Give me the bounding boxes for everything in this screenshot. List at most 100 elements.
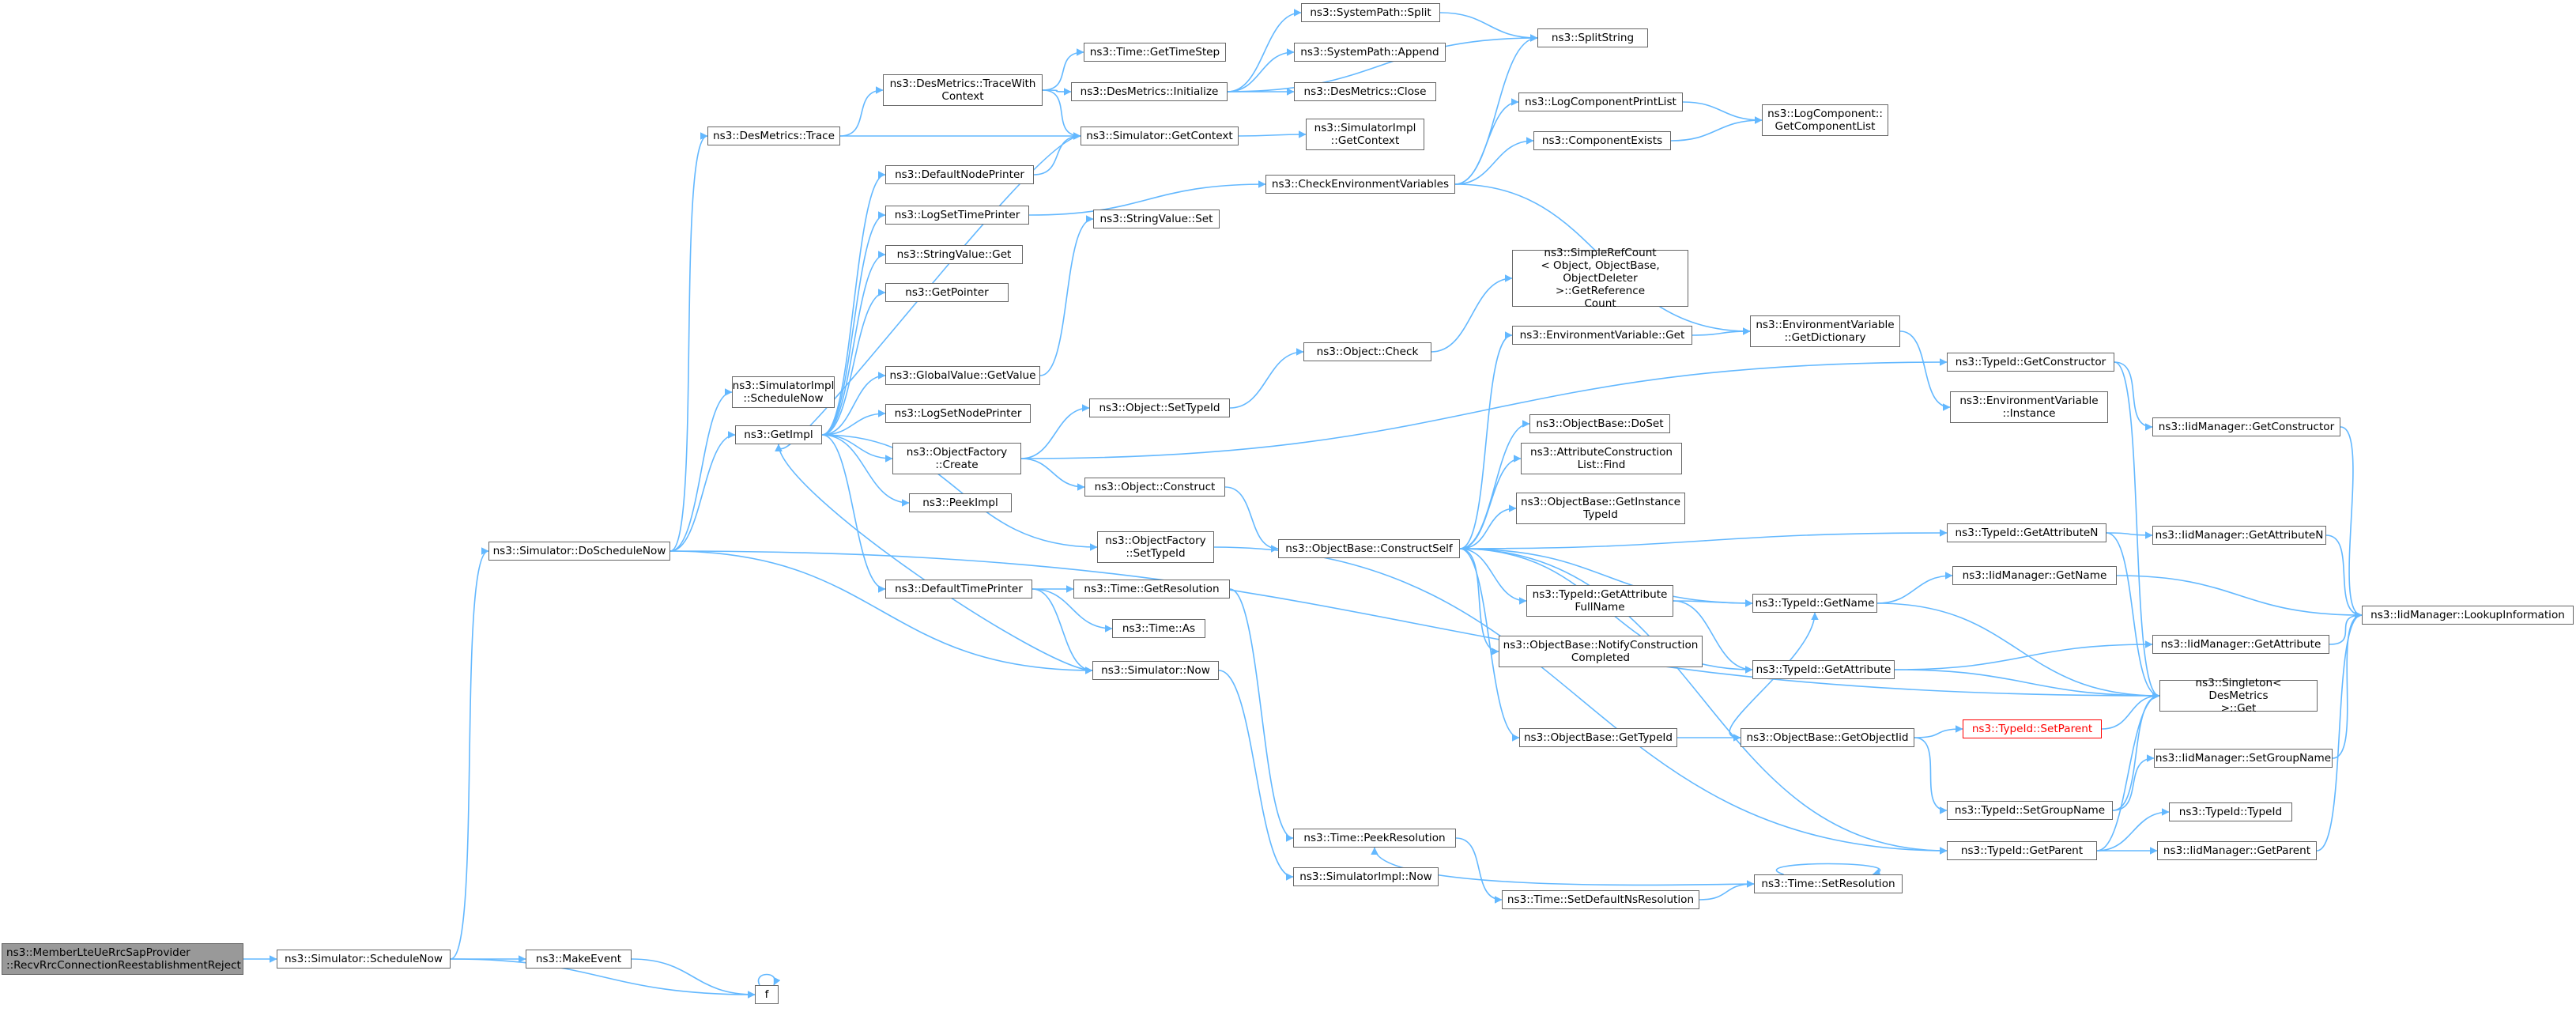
edge-typeIdGetName-to-iidGetName [1876, 572, 1953, 604]
node-iid-get-ctor[interactable]: ns3::IidManager::GetConstructor [2152, 417, 2340, 436]
node-type-id-get-attr-full-name[interactable]: ns3::TypeId::GetAttribute FullName [1526, 585, 1673, 617]
node-attr-constr-find[interactable]: ns3::AttributeConstruction List::Find [1521, 443, 1682, 474]
node-iid-get-name[interactable]: ns3::IidManager::GetName [1952, 566, 2117, 585]
node-type-id-set-group-name[interactable]: ns3::TypeId::SetGroupName [1947, 801, 2113, 820]
node-obj-construct[interactable]: ns3::Object::Construct [1084, 478, 1225, 497]
node-obj-base-get-obj-iid[interactable]: ns3::ObjectBase::GetObjectIid [1741, 728, 1914, 747]
node-type-id-set-parent[interactable]: ns3::TypeId::SetParent [1963, 719, 2102, 738]
node-type-id-get-name[interactable]: ns3::TypeId::GetName [1752, 594, 1877, 613]
node-type-id-get-parent[interactable]: ns3::TypeId::GetParent [1947, 841, 2097, 860]
edge-typeIdGetParent-to-typeIdTypeId [2096, 808, 2170, 852]
node-check-env-vars[interactable]: ns3::CheckEnvironmentVariables [1265, 175, 1455, 194]
node-def-node-printer[interactable]: ns3::DefaultNodePrinter [885, 165, 1034, 184]
edge-desInit-to-sysAppend [1227, 48, 1295, 93]
node-time-set-def-ns-res[interactable]: ns3::Time::SetDefaultNsResolution [1502, 890, 1699, 909]
edge-doSchedNow-to-singletonGet [669, 550, 2160, 700]
node-f[interactable]: f [755, 985, 779, 1004]
node-simple-ref-count[interactable]: ns3::SimpleRefCount < Object, ObjectBase… [1512, 247, 1688, 310]
edge-typeIdGetAttrN-to-singletonGet [2106, 532, 2160, 700]
node-obj-set-type-id[interactable]: ns3::Object::SetTypeId [1089, 398, 1230, 417]
node-obj-base-get-tid[interactable]: ns3::ObjectBase::GetTypeId [1519, 728, 1677, 747]
node-time-get-res[interactable]: ns3::Time::GetResolution [1073, 580, 1230, 599]
node-get-impl[interactable]: ns3::GetImpl [735, 425, 822, 444]
node-obj-base-construct-self[interactable]: ns3::ObjectBase::ConstructSelf [1278, 539, 1460, 558]
node-log-set-time-printer[interactable]: ns3::LogSetTimePrinter [885, 206, 1029, 225]
node-obj-fact-set-type-id[interactable]: ns3::ObjectFactory ::SetTypeId [1097, 531, 1214, 563]
node-str-val-get[interactable]: ns3::StringValue::Get [885, 245, 1023, 264]
node-env-var-get[interactable]: ns3::EnvironmentVariable::Get [1512, 326, 1692, 345]
node-singleton-get[interactable]: ns3::Singleton< DesMetrics >::Get [2159, 677, 2318, 715]
node-log-comp-get-list[interactable]: ns3::LogComponent:: GetComponentList [1762, 104, 1888, 136]
node-sys-split[interactable]: ns3::SystemPath::Split [1301, 3, 1440, 22]
node-make-event[interactable]: ns3::MakeEvent [526, 950, 632, 969]
node-iid-get-attr[interactable]: ns3::IidManager::GetAttribute [2152, 635, 2329, 654]
edge-objSetTypeId-to-objCheck [1229, 348, 1304, 409]
edge-typeIdGetParent-to-singletonGet [2096, 692, 2160, 852]
edge-checkEnvVars-to-logCompPrintList [1454, 98, 1519, 185]
edge-gvGetValue-to-strValSet [1039, 215, 1094, 376]
node-time-peek-res[interactable]: ns3::Time::PeekResolution [1293, 829, 1456, 848]
node-trace-with-ctx[interactable]: ns3::DesMetrics::TraceWith Context [883, 74, 1043, 106]
node-iid-lookup[interactable]: ns3::IidManager::LookupInformation [2362, 606, 2574, 625]
edge-logSetTimePrinter-to-checkEnvVars [1028, 180, 1266, 216]
node-sim-impl-now[interactable]: ns3::SimulatorImpl::Now [1293, 867, 1439, 886]
edge-timePeekRes-to-timeSetDefNsRes [1455, 837, 1503, 904]
node-str-val-set[interactable]: ns3::StringValue::Set [1093, 210, 1220, 228]
node-time-as[interactable]: ns3::Time::As [1112, 619, 1205, 638]
edge-getImpl-to-defTimePrinter [821, 434, 886, 593]
edge-objCheck-to-simpleRefCount [1431, 274, 1513, 353]
edge-typeIdGetAttr-to-iidGetAttr [1894, 640, 2153, 670]
edge-typeIdGetAttrFullName-to-typeIdGetName [1673, 599, 1753, 607]
node-des-close[interactable]: ns3::DesMetrics::Close [1294, 82, 1436, 101]
node-env-var-instance[interactable]: ns3::EnvironmentVariable ::Instance [1950, 391, 2108, 423]
node-log-comp-print-list[interactable]: ns3::LogComponentPrintList [1518, 93, 1683, 111]
node-sim-impl-sched-now[interactable]: ns3::SimulatorImpl ::ScheduleNow [732, 376, 835, 408]
node-do-sched-now[interactable]: ns3::Simulator::DoScheduleNow [488, 542, 670, 561]
node-obj-base-do-set[interactable]: ns3::ObjectBase::DoSet [1529, 414, 1670, 433]
edge-objBaseConstructSelf-to-attrConstrFind [1459, 455, 1522, 549]
node-des-trace[interactable]: ns3::DesMetrics::Trace [707, 126, 840, 145]
edge-iidGetAttrN-to-iidLookup [2325, 534, 2363, 619]
edge-objConstruct-to-objBaseConstructSelf [1224, 486, 1279, 553]
node-obj-base-notify[interactable]: ns3::ObjectBase::NotifyConstruction Comp… [1499, 636, 1703, 667]
node-sched-now[interactable]: ns3::Simulator::ScheduleNow [277, 950, 451, 969]
node-peek-impl[interactable]: ns3::PeekImpl [909, 493, 1012, 512]
edge-objBaseGetObjIid-to-typeIdSetGroupName [1914, 737, 1948, 814]
edge-makeEvent-to-f [631, 958, 756, 999]
edge-timeSetRes-to-timeSetRes [1775, 863, 1881, 876]
node-sim-impl-get-ctx[interactable]: ns3::SimulatorImpl ::GetContext [1306, 119, 1424, 150]
edge-timeGetRes-to-timePeekRes [1229, 588, 1294, 842]
node-type-id-get-attr[interactable]: ns3::TypeId::GetAttribute [1752, 660, 1895, 679]
node-iid-get-parent[interactable]: ns3::IidManager::GetParent [2157, 841, 2317, 860]
node-time-set-res[interactable]: ns3::Time::SetResolution [1754, 874, 1903, 893]
node-root[interactable]: ns3::MemberLteUeRrcSapProvider ::RecvRrc… [2, 943, 243, 975]
node-env-var-get-dict[interactable]: ns3::EnvironmentVariable ::GetDictionary [1750, 315, 1900, 347]
node-get-pointer[interactable]: ns3::GetPointer [885, 283, 1009, 302]
edge-simGetContext-to-simImplGetCtx [1238, 130, 1307, 138]
node-des-init[interactable]: ns3::DesMetrics::Initialize [1071, 82, 1228, 101]
edge-simNow-to-getImpl [775, 444, 1093, 671]
node-log-set-node-printer[interactable]: ns3::LogSetNodePrinter [885, 404, 1031, 423]
node-comp-exists[interactable]: ns3::ComponentExists [1533, 131, 1671, 150]
node-type-id-get-attr-n[interactable]: ns3::TypeId::GetAttributeN [1947, 523, 2106, 542]
node-obj-base-get-inst-tid[interactable]: ns3::ObjectBase::GetInstance TypeId [1516, 493, 1685, 524]
node-sys-append[interactable]: ns3::SystemPath::Append [1294, 43, 1446, 62]
edge-objBaseConstructSelf-to-objBaseNotify [1459, 548, 1499, 655]
node-split-string[interactable]: ns3::SplitString [1537, 28, 1648, 47]
node-iid-get-attr-n[interactable]: ns3::IidManager::GetAttributeN [2152, 526, 2326, 545]
edge-traceWithCtx-to-timeGetTimeStep [1042, 48, 1084, 91]
node-sim-get-context[interactable]: ns3::Simulator::GetContext [1081, 126, 1239, 145]
node-sim-now[interactable]: ns3::Simulator::Now [1092, 661, 1219, 680]
node-type-id-get-ctor[interactable]: ns3::TypeId::GetConstructor [1947, 353, 2114, 372]
node-iid-set-group-name[interactable]: ns3::IidManager::SetGroupName [2154, 749, 2333, 768]
node-time-get-time-step[interactable]: ns3::Time::GetTimeStep [1084, 43, 1226, 62]
node-gv-get-value[interactable]: ns3::GlobalValue::GetValue [885, 366, 1040, 385]
node-obj-fact-create[interactable]: ns3::ObjectFactory ::Create [892, 443, 1021, 474]
edge-doSchedNow-to-getImpl [669, 431, 736, 552]
node-type-id-type-id[interactable]: ns3::TypeId::TypeId [2169, 802, 2292, 821]
node-def-time-printer[interactable]: ns3::DefaultTimePrinter [885, 580, 1032, 599]
edge-defTimePrinter-to-timeAs [1032, 588, 1113, 632]
node-obj-check[interactable]: ns3::Object::Check [1303, 342, 1431, 361]
edge-typeIdGetAttrN-to-iidGetAttrN [2106, 531, 2153, 539]
